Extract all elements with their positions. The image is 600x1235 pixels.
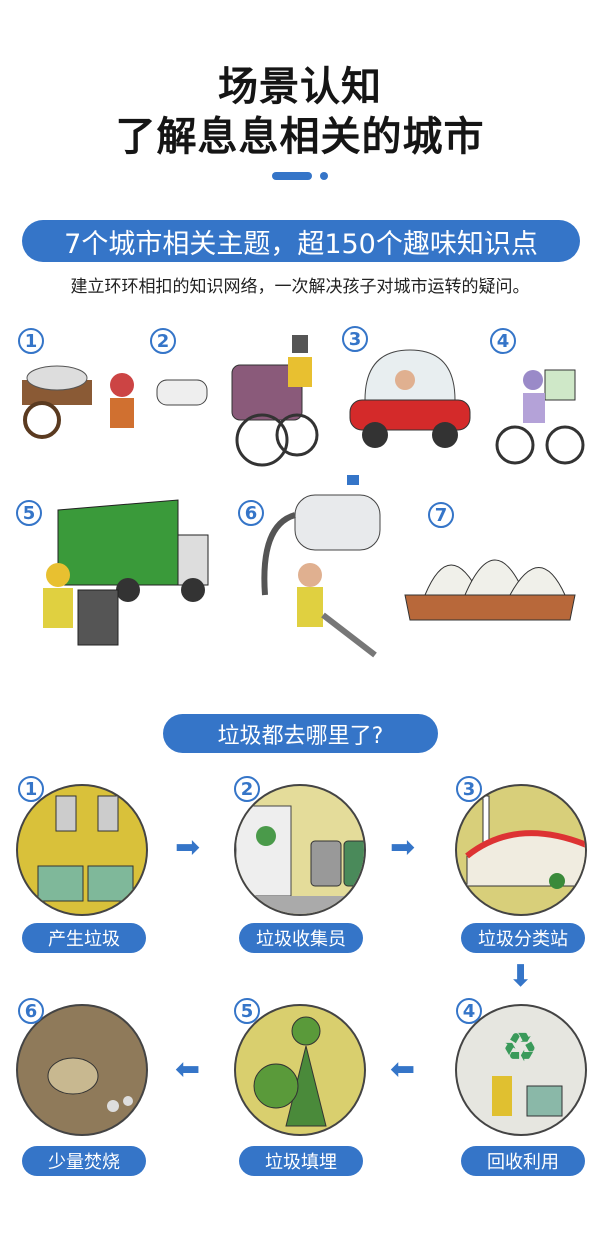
- title-line-1: 场景认知: [218, 64, 382, 110]
- arrow-right-icon: ➡: [390, 830, 416, 865]
- step-label: 垃圾收集员: [239, 923, 363, 953]
- step-number: 2: [234, 776, 260, 802]
- topics-banner: 7个城市相关主题，超150个趣味知识点: [22, 220, 580, 262]
- step-number: 6: [18, 998, 44, 1024]
- step-illustration-recycling: ♻: [455, 1004, 587, 1136]
- step-label: 产生垃圾: [22, 923, 146, 953]
- topic-number: 2: [150, 328, 176, 354]
- topic-number: 7: [428, 502, 454, 528]
- divider-pill: [272, 172, 312, 180]
- step-label: 回收利用: [461, 1146, 585, 1176]
- step-label: 少量焚烧: [22, 1146, 146, 1176]
- step-number: 5: [234, 998, 260, 1024]
- step-number: 1: [18, 776, 44, 802]
- topic-number: 3: [342, 326, 368, 352]
- step-illustration-landfill: [234, 1004, 366, 1136]
- garbage-banner: 垃圾都去哪里了?: [163, 714, 438, 753]
- opera-house-icon: [404, 559, 576, 621]
- step-label: 垃圾填埋: [239, 1146, 363, 1176]
- divider-dot: [320, 172, 328, 180]
- handcart-icon: [22, 365, 134, 439]
- step-label: 垃圾分类站: [461, 923, 585, 953]
- subtitle: 建立环环相扣的知识网络，一次解决孩子对城市运转的疑问。: [70, 277, 530, 297]
- step-illustration-produce: [16, 784, 148, 916]
- topic-number: 4: [490, 328, 516, 354]
- horse-carriage-icon: [156, 335, 319, 467]
- topic-number: 1: [18, 328, 44, 354]
- topic-number: 6: [238, 500, 264, 526]
- topic-number: 5: [16, 500, 42, 526]
- garbage-truck-icon: [43, 499, 209, 646]
- arrow-left-icon: ⬅: [175, 1052, 201, 1087]
- title-line-2: 了解息息相关的城市: [115, 114, 485, 160]
- street-sweeper-icon: [261, 475, 381, 658]
- svg-text:♻: ♻: [502, 1025, 538, 1071]
- step-illustration-sorting-station: [455, 784, 587, 916]
- arrow-right-icon: ➡: [175, 830, 201, 865]
- arrow-down-icon: ⬇: [508, 959, 534, 994]
- step-illustration-incineration: [16, 1004, 148, 1136]
- arrow-left-icon: ⬅: [390, 1052, 416, 1087]
- step-illustration-collector: [234, 784, 366, 916]
- step-number: 3: [456, 776, 482, 802]
- delivery-bicycle-icon: [495, 369, 585, 465]
- red-car-icon: [349, 349, 471, 448]
- step-number: 4: [456, 998, 482, 1024]
